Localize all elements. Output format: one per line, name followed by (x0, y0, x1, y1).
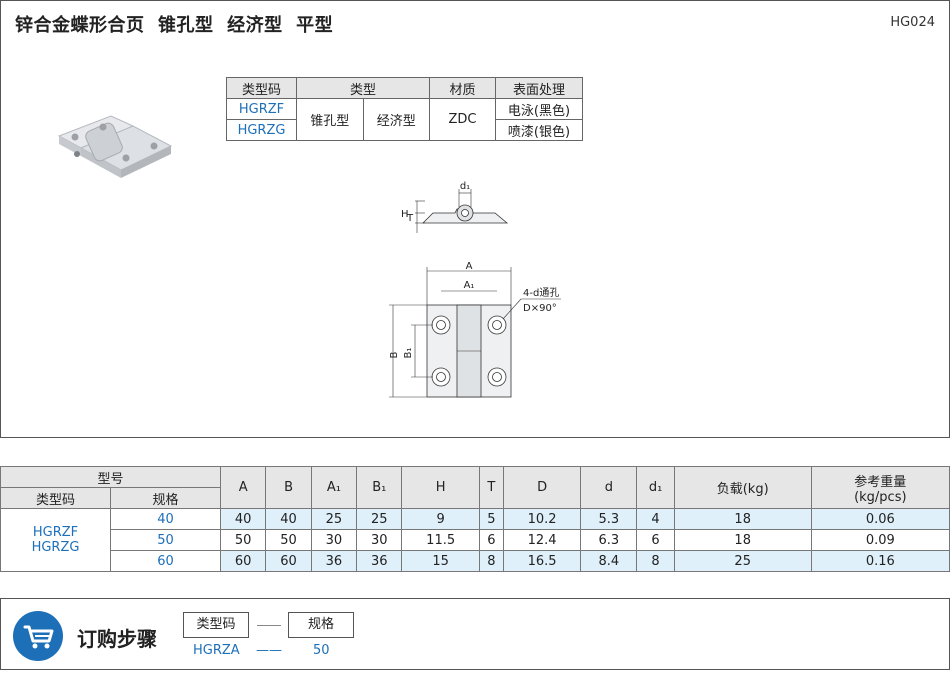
order-title: 订购步骤 (77, 627, 157, 651)
value-cell: 50 (219, 529, 267, 551)
hinge-photo (57, 115, 173, 178)
value-cell: 12.4 (502, 529, 582, 551)
finish-cell: 喷漆(银色) (495, 119, 583, 141)
value-cell: 8 (478, 550, 504, 572)
col-material: 材质 (429, 77, 496, 99)
value-cell: 0.16 (810, 550, 950, 572)
col-B: B (265, 466, 312, 509)
value-cell: 50 (265, 529, 312, 551)
value-cell: 36 (356, 550, 403, 572)
type-eco-cell: 经济型 (362, 98, 430, 141)
dim-A: A (466, 261, 473, 272)
col-A: A (219, 466, 267, 509)
col-model: 型号 (0, 466, 221, 488)
value-cell: 5 (478, 508, 504, 530)
value-cell: 8 (636, 550, 675, 572)
value-cell: 16.5 (502, 550, 582, 572)
col-d: d (580, 466, 638, 509)
size-cell: 40 (110, 508, 221, 530)
col-B1: B₁ (356, 466, 403, 509)
col-finish: 表面处理 (495, 77, 583, 99)
hole-note-2: D×90° (523, 303, 557, 314)
type-code: HGRZG (31, 540, 80, 555)
dim-T: T (406, 213, 414, 224)
value-cell: 30 (310, 529, 358, 551)
finish-cell: 电泳(黑色) (495, 98, 583, 120)
dim-A1: A₁ (464, 280, 475, 291)
value-cell: 5.3 (580, 508, 638, 530)
hole-note-1: 4-d通孔 (523, 287, 559, 299)
value-cell: 0.06 (810, 508, 950, 530)
size-cell: 50 (110, 529, 221, 551)
value-cell: 6 (478, 529, 504, 551)
front-view-drawing: A A₁ B B₁ 4-d通孔 D×90° (389, 261, 561, 398)
value-cell: 4 (636, 508, 675, 530)
value-cell: 60 (219, 550, 267, 572)
col-T: T (478, 466, 504, 509)
value-cell: 40 (265, 508, 312, 530)
value-cell: 25 (673, 550, 812, 572)
col-load: 负载(kg) (673, 466, 812, 509)
col-H: H (401, 466, 480, 509)
table-row: 60 60 60 36 36 15 8 16.5 8.4 8 25 0.16 (1, 550, 950, 572)
size-cell: 60 (110, 550, 221, 572)
col-type-code: 类型码 (0, 487, 111, 509)
order-step-size: 规格 (288, 612, 354, 638)
example-size: 50 (313, 643, 330, 658)
value-cell: 10.2 (502, 508, 582, 530)
type-code-cell: HGRZF HGRZG (0, 508, 111, 572)
value-cell: 18 (673, 529, 812, 551)
dim-B1: B₁ (403, 348, 414, 359)
col-type: 类型 (296, 77, 430, 99)
product-code: HG024 (890, 15, 935, 30)
col-D: D (502, 466, 582, 509)
col-A1: A₁ (310, 466, 358, 509)
order-step-type-code: 类型码 (183, 612, 249, 638)
value-cell: 15 (401, 550, 480, 572)
spec-table: 型号 A B A₁ B₁ H T D d d₁ 负载(kg) 参考重量 (kg/… (0, 466, 950, 572)
side-view-drawing: d₁ H T (401, 181, 509, 233)
col-size: 规格 (110, 487, 221, 509)
dim-H: H (401, 209, 409, 220)
type-hole-cell: 锥孔型 (296, 98, 364, 141)
value-cell: 6 (636, 529, 675, 551)
value-cell: 8.4 (580, 550, 638, 572)
page-title: 锌合金蝶形合页 锥孔型 经济型 平型 (15, 15, 334, 36)
value-cell: 36 (310, 550, 358, 572)
example-connector: —— (256, 643, 282, 658)
value-cell: 6.3 (580, 529, 638, 551)
value-cell: 18 (673, 508, 812, 530)
table-row: 50 50 50 30 30 11.5 6 12.4 6.3 6 18 0.09 (1, 529, 950, 551)
value-cell: 40 (219, 508, 267, 530)
step-connector (257, 625, 281, 626)
value-cell: 30 (356, 529, 403, 551)
order-steps-panel: 订购步骤 类型码 规格 HGRZA —— 50 (0, 598, 950, 670)
dim-d1: d₁ (460, 181, 470, 192)
example-type-code: HGRZA (193, 643, 240, 658)
col-d1: d₁ (636, 466, 675, 509)
value-cell: 11.5 (401, 529, 480, 551)
type-code-cell: HGRZF (226, 98, 297, 120)
value-cell: 60 (265, 550, 312, 572)
type-code: HGRZF (32, 525, 79, 540)
value-cell: 9 (401, 508, 480, 530)
value-cell: 25 (310, 508, 358, 530)
value-cell: 0.09 (810, 529, 950, 551)
product-panel: 锌合金蝶形合页 锥孔型 经济型 平型 HG024 类型码 类型 材质 表面处理 … (0, 0, 950, 438)
col-weight: 参考重量 (kg/pcs) (810, 466, 950, 509)
type-table: 类型码 类型 材质 表面处理 HGRZF 锥孔型 经济型 ZDC 电泳(黑色) … (226, 77, 583, 141)
col-type-code: 类型码 (226, 77, 297, 99)
type-code-cell: HGRZG (226, 119, 297, 141)
dim-B: B (389, 351, 400, 358)
table-row: HGRZF HGRZG 40 40 40 25 25 9 5 10.2 5.3 … (0, 508, 950, 572)
cart-icon (13, 611, 63, 661)
material-cell: ZDC (429, 98, 496, 141)
value-cell: 25 (356, 508, 403, 530)
